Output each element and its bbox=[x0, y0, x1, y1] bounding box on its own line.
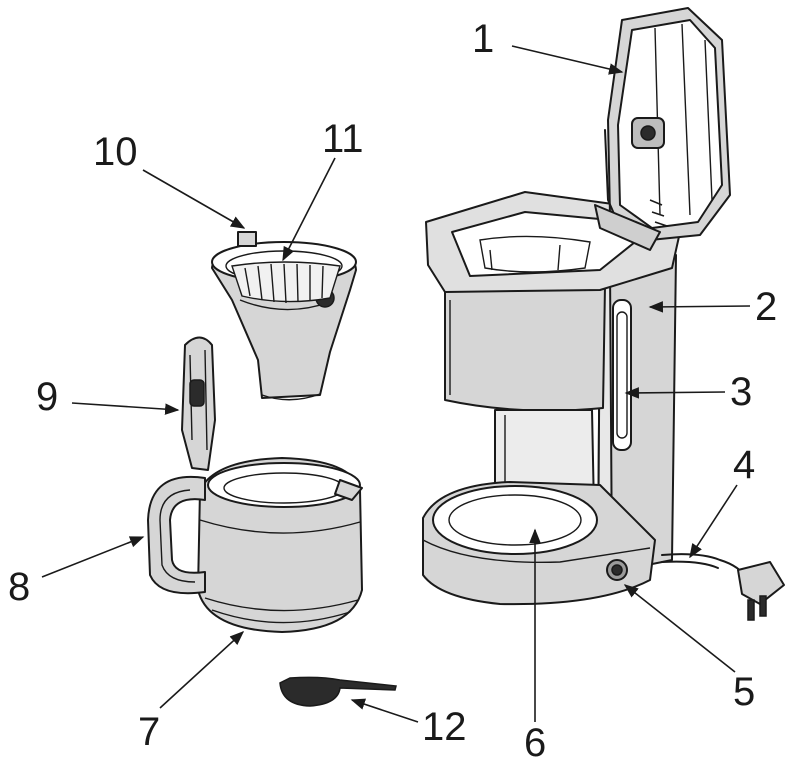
measuring-spoon bbox=[279, 676, 397, 707]
power-plug bbox=[737, 561, 785, 605]
water-level-window bbox=[612, 299, 632, 451]
carafe-spout bbox=[334, 479, 363, 501]
callout-6: 6 bbox=[524, 721, 546, 759]
callout-10: 10 bbox=[93, 130, 138, 174]
callout-8: 8 bbox=[8, 565, 30, 609]
leader-1 bbox=[511, 45, 624, 75]
filter-holder-handle bbox=[237, 231, 257, 247]
callout-11: 11 bbox=[322, 117, 364, 161]
carafe-lid bbox=[181, 336, 216, 471]
leader-11 bbox=[282, 157, 336, 262]
callout-4: 4 bbox=[733, 443, 755, 487]
callout-labels: 1 2 3 4 5 6 7 8 9 10 11 12 bbox=[8, 17, 777, 759]
leader-2 bbox=[648, 301, 751, 313]
permanent-filter bbox=[231, 261, 341, 304]
leader-10 bbox=[142, 169, 246, 229]
leader-12 bbox=[350, 698, 419, 723]
leader-9 bbox=[71, 402, 180, 415]
callout-3: 3 bbox=[730, 370, 752, 414]
callout-12: 12 bbox=[422, 705, 467, 749]
carafe bbox=[197, 457, 363, 633]
leader-5 bbox=[623, 584, 736, 673]
coffee-maker-body bbox=[422, 191, 785, 621]
carafe-handle bbox=[147, 475, 206, 595]
callout-5: 5 bbox=[733, 670, 755, 714]
leader-4 bbox=[689, 484, 738, 559]
leader-lines bbox=[41, 45, 751, 723]
lid bbox=[594, 7, 731, 251]
power-cord bbox=[661, 553, 749, 581]
leader-7 bbox=[159, 631, 245, 709]
callout-2: 2 bbox=[755, 285, 777, 329]
callout-7: 7 bbox=[138, 710, 160, 754]
callout-9: 9 bbox=[36, 375, 58, 419]
leader-8 bbox=[41, 536, 145, 578]
leader-3 bbox=[624, 387, 726, 399]
callout-1: 1 bbox=[472, 17, 494, 61]
